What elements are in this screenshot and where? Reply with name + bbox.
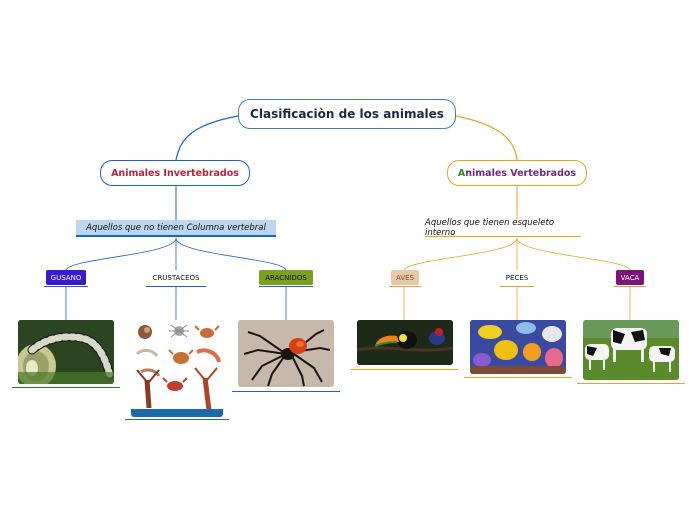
leaf-crustaceos-label: CRUSTACEOS xyxy=(153,274,200,282)
description-invertebrados-text: Aquellos que no tienen Columna vertebral xyxy=(86,223,266,233)
leaf-peces-label: PECES xyxy=(506,274,528,282)
aves-image[interactable] xyxy=(357,320,453,365)
crustaceos-image-underline xyxy=(125,419,229,420)
leaf-gusano-underline xyxy=(44,286,88,287)
branch-vertebrados-label-rest: nimales Vertebrados xyxy=(465,168,576,179)
leaf-aracnidos[interactable]: ARACNIDOS xyxy=(259,270,313,285)
leaf-aves-underline xyxy=(389,286,421,287)
leaf-gusano[interactable]: GUSANO xyxy=(46,270,86,285)
aves-image-underline xyxy=(351,369,459,370)
branch-vertebrados-label-first: A xyxy=(458,168,465,179)
gusano-image-underline xyxy=(12,387,120,388)
branch-invertebrados-label: Animales Invertebrados xyxy=(111,168,239,179)
leaf-aves[interactable]: AVES xyxy=(391,270,419,285)
peces-image[interactable] xyxy=(470,320,566,374)
leaf-aracnidos-underline xyxy=(259,286,313,287)
aracnidos-image[interactable] xyxy=(238,320,334,387)
vaca-image-underline xyxy=(577,383,685,384)
leaf-vaca-label: VACA xyxy=(621,274,640,282)
description-vertebrados-text: Aquellos que tienen esqueleto interno xyxy=(425,218,581,238)
description-invertebrados[interactable]: Aquellos que no tienen Columna vertebral xyxy=(76,220,276,237)
aracnidos-image-underline xyxy=(232,391,340,392)
leaf-vaca-underline xyxy=(614,286,646,287)
cow-icon xyxy=(583,320,679,380)
crustaceans-icon xyxy=(131,320,223,417)
spider-icon xyxy=(238,320,334,387)
branch-invertebrados[interactable]: Animales Invertebrados xyxy=(100,160,250,186)
toucan-icon xyxy=(357,320,453,365)
leaf-vaca[interactable]: VACA xyxy=(616,270,644,285)
leaf-peces[interactable]: PECES xyxy=(500,270,534,285)
caterpillar-icon xyxy=(18,320,114,384)
description-vertebrados[interactable]: Aquellos que tienen esqueleto interno xyxy=(425,220,581,237)
gusano-image[interactable] xyxy=(18,320,114,384)
root-node[interactable]: Clasificaciòn de los animales xyxy=(238,99,456,129)
leaf-crustaceos[interactable]: CRUSTACEOS xyxy=(146,270,206,285)
root-title: Clasificaciòn de los animales xyxy=(250,107,444,121)
crustaceos-image[interactable] xyxy=(131,320,223,417)
leaf-crustaceos-underline xyxy=(146,286,206,287)
fish-icon xyxy=(470,320,566,374)
leaf-aracnidos-label: ARACNIDOS xyxy=(265,274,307,282)
peces-image-underline xyxy=(464,377,572,378)
leaf-peces-underline xyxy=(500,286,534,287)
leaf-aves-label: AVES xyxy=(396,274,414,282)
leaf-gusano-label: GUSANO xyxy=(51,274,82,282)
vaca-image[interactable] xyxy=(583,320,679,380)
